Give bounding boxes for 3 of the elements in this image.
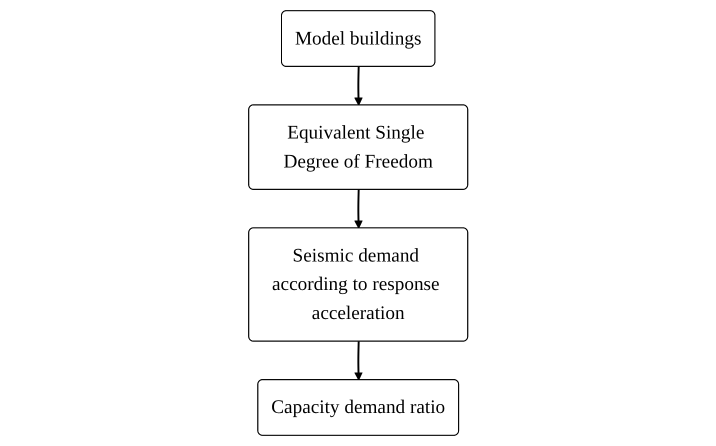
arrow	[354, 342, 363, 380]
arrow	[354, 190, 363, 229]
arrow	[354, 66, 363, 106]
